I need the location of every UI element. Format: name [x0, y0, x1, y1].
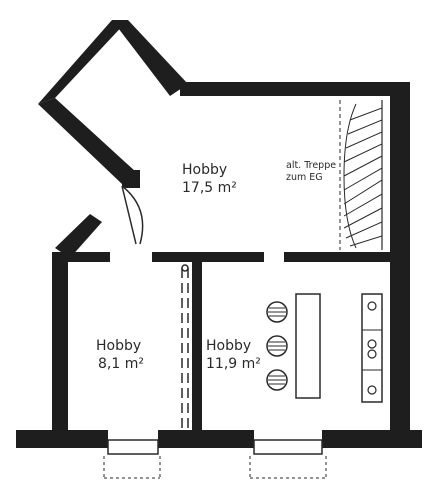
outer-walls	[16, 20, 422, 448]
wall-interior-right-segment	[284, 252, 392, 262]
kitchen-counter	[361, 293, 383, 403]
interior-walls	[52, 252, 392, 432]
wall-interior-middle-segment	[152, 252, 264, 262]
table	[295, 293, 321, 399]
room-small-left-name: Hobby	[96, 338, 141, 354]
room-middle-right-name: Hobby	[206, 338, 251, 354]
stair-note-line1: alt. Treppe	[286, 160, 336, 171]
table-with-stools	[266, 293, 321, 399]
wall-top	[180, 82, 410, 96]
old-staircase	[339, 100, 383, 250]
wall-upper-left-diagonal-2	[38, 20, 128, 104]
window-bottom-right	[249, 439, 327, 479]
sliding-partition	[181, 264, 189, 430]
stools	[266, 301, 288, 391]
wall-interior-vertical	[192, 262, 202, 432]
wall-bottom-middle	[158, 430, 254, 448]
wall-left-lower	[52, 252, 68, 438]
wall-lower-left-diagonal	[55, 214, 102, 258]
stair-treads	[343, 107, 383, 247]
room-small-left-area: 8,1 m²	[98, 356, 144, 372]
room-large-area: 17,5 m²	[182, 180, 237, 196]
window-bottom-left	[103, 439, 161, 479]
wall-left-diagonal	[38, 98, 136, 184]
room-large-name: Hobby	[182, 162, 227, 178]
door-swing	[121, 185, 144, 245]
wall-bottom-right	[322, 430, 422, 448]
wall-interior-left-segment	[52, 252, 110, 262]
wall-upper-left-diagonal	[112, 20, 188, 96]
room-middle-right-area: 11,9 m²	[206, 356, 261, 372]
wall-right	[390, 82, 410, 442]
wall-bottom-left	[16, 430, 108, 448]
wall-left-jog	[122, 170, 140, 188]
stair-note-line2: zum EG	[286, 172, 323, 183]
